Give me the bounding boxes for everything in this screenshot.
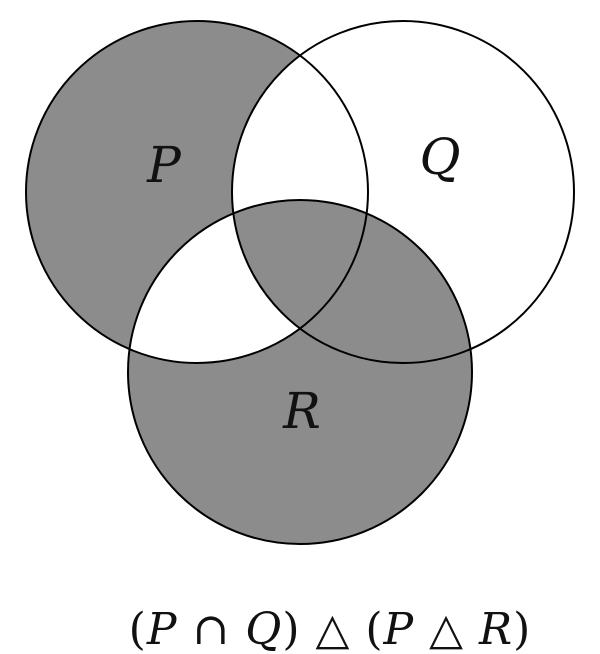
circle-q-outline — [231, 20, 575, 364]
caption-var-q: Q — [245, 604, 283, 654]
unshaded-overlays — [128, 21, 368, 363]
circle-p-outline — [25, 20, 369, 364]
venn-diagram: P Q R — [25, 20, 575, 545]
set-label-r: R — [282, 382, 321, 440]
caption-intersection-symbol: ∩ — [177, 604, 246, 654]
caption-open-paren-1: ( — [128, 604, 147, 654]
caption: (P ∩ Q) △ (P △ R) — [0, 558, 600, 654]
region-p-and-r-only-white — [128, 200, 368, 363]
caption-var-p-1: P — [146, 604, 178, 654]
caption-close-paren-2: ) — [513, 604, 532, 654]
caption-close-paren-1: ) — [282, 604, 316, 654]
caption-var-r: R — [478, 604, 514, 654]
set-label-q: Q — [420, 128, 461, 186]
circle-r-outline — [127, 199, 473, 545]
caption-triangle-symbol-2: △ — [414, 604, 479, 654]
set-label-p: P — [146, 136, 182, 194]
caption-triangle-symbol-1: △ — [315, 604, 351, 654]
caption-var-p-2: P — [383, 604, 415, 654]
caption-open-paren-2: ( — [350, 604, 384, 654]
